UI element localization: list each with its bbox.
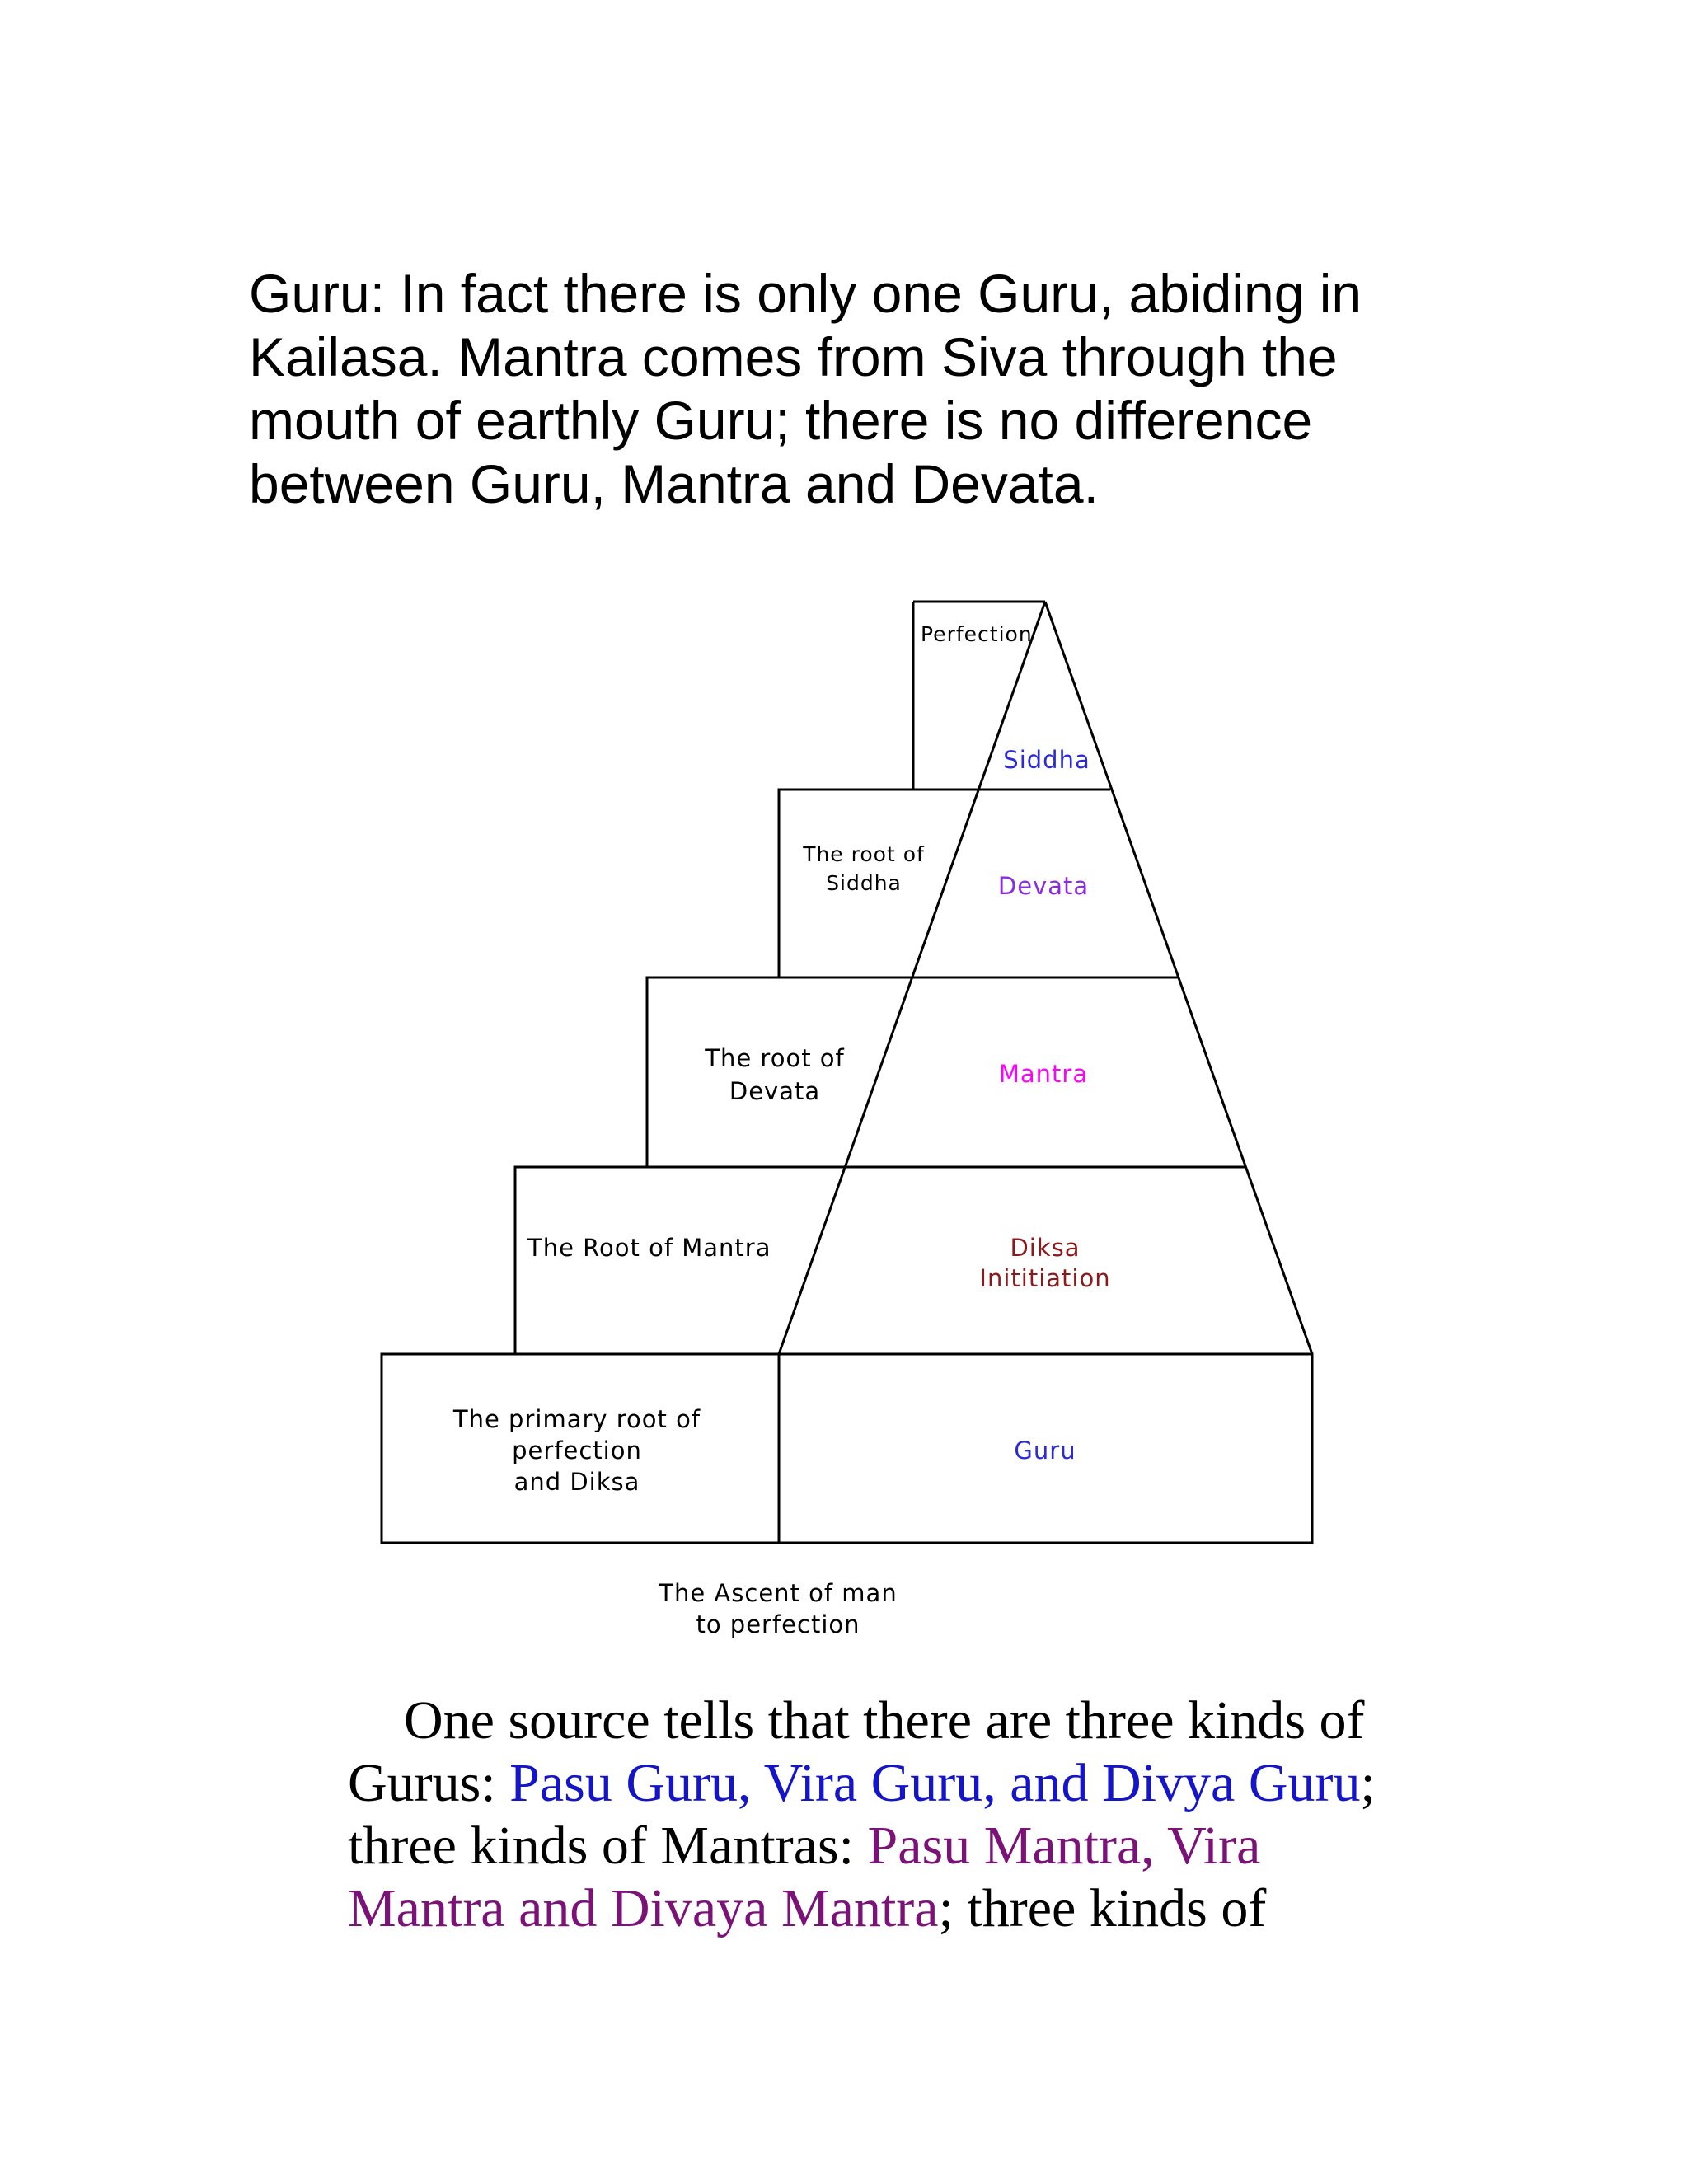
body-text-span: ; three kinds of [938, 1878, 1267, 1938]
label-primary-3: and Diksa [514, 1468, 640, 1496]
intro-line: Guru: In fact there is only one Guru, ab… [249, 263, 1362, 324]
label-diksa-2: Inititiation [979, 1264, 1110, 1292]
label-perfection: Perfection [921, 622, 1033, 646]
label-siddha: Siddha [1003, 746, 1090, 774]
guru-kinds: Pasu Guru, Vira Guru, and Divya Guru [509, 1753, 1361, 1813]
label-root-siddha-1: The root of [802, 842, 925, 866]
body-line: Gurus: Pasu Guru, Vira Guru, and Divya G… [348, 1752, 1502, 1815]
label-root-devata-2: Devata [729, 1077, 820, 1105]
intro-paragraph: Guru: In fact there is only one Guru, ab… [249, 262, 1485, 516]
body-paragraph: One source tells that there are three ki… [348, 1690, 1502, 1940]
label-diksa-1: Diksa [1010, 1234, 1080, 1262]
mantra-kinds: Mantra and Divaya Mantra [348, 1878, 939, 1938]
label-guru: Guru [1014, 1436, 1076, 1465]
label-root-devata-1: The root of [704, 1044, 844, 1072]
label-primary-2: perfection [512, 1436, 642, 1465]
label-mantra: Mantra [999, 1060, 1088, 1088]
body-text-span: ; [1360, 1753, 1376, 1813]
mantra-kinds: Pasu Mantra, Vira [867, 1816, 1261, 1876]
label-primary-1: The primary root of [452, 1405, 701, 1433]
triangle-right-side [1043, 601, 1314, 1355]
body-text-span: three kinds of Mantras: [348, 1816, 868, 1876]
intro-line: between Guru, Mantra and Devata. [249, 453, 1099, 514]
triangle-left-side [777, 601, 1047, 1355]
body-text-span: Gurus: [348, 1753, 510, 1813]
diagram-caption-2: to perfection [696, 1610, 860, 1638]
label-root-siddha-2: Siddha [826, 871, 902, 895]
step-outlines [380, 600, 1314, 1544]
label-devata: Devata [998, 872, 1089, 900]
label-root-mantra: The Root of Mantra [527, 1234, 771, 1262]
body-line: Mantra and Divaya Mantra; three kinds of [348, 1877, 1502, 1940]
intro-line: Kailasa. Mantra comes from Siva through … [249, 326, 1338, 387]
diagram-caption-1: The Ascent of man [658, 1579, 897, 1607]
body-line: One source tells that there are three ki… [404, 1690, 1365, 1750]
intro-line: mouth of earthly Guru; there is no diffe… [249, 390, 1313, 451]
staircase-outline [380, 602, 1314, 1544]
body-line: three kinds of Mantras: Pasu Mantra, Vir… [348, 1815, 1502, 1877]
